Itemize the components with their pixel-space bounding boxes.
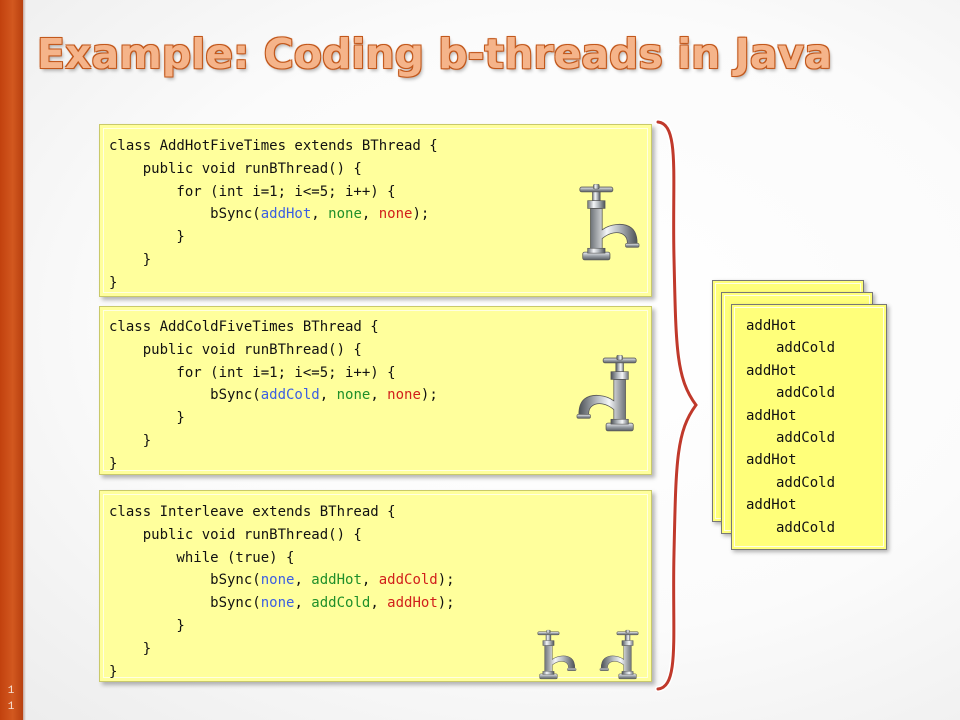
trace-card-front: addHot addCold addHot addCold addHot addCold a… bbox=[731, 304, 887, 550]
code-box-add-cold-five-times: class AddColdFiveTimes BThread { public … bbox=[99, 306, 652, 475]
code-box-add-hot-five-times: class AddHotFiveTimes extends BThread { … bbox=[99, 124, 652, 297]
event-token: none bbox=[336, 387, 371, 404]
trace-event: addHot bbox=[746, 497, 797, 514]
event-token: none bbox=[328, 206, 362, 223]
event-token: none bbox=[260, 595, 295, 612]
code-text: class Interleave extends BThread { bbox=[109, 504, 396, 520]
trace-event: addCold bbox=[776, 430, 836, 447]
code-text: , bbox=[370, 387, 388, 404]
event-token: none bbox=[378, 206, 413, 223]
code-text: } bbox=[109, 229, 185, 246]
code-text: for (int i=1; i<=5; i++) { bbox=[109, 183, 396, 200]
trace-event: addHot bbox=[746, 362, 797, 379]
code-block-add-hot-five-times: class AddHotFiveTimes extends BThread { … bbox=[109, 135, 438, 295]
trace-event: addCold bbox=[776, 385, 836, 402]
code-text: bSync( bbox=[109, 572, 261, 589]
code-text: , bbox=[294, 595, 312, 612]
code-text: bSync( bbox=[109, 206, 261, 223]
code-box-interleave: class Interleave extends BThread { publi… bbox=[99, 490, 652, 682]
event-token: addHot bbox=[387, 595, 438, 612]
event-token: none bbox=[260, 572, 295, 589]
event-trace-stack: addHot addCold addHot addCold addHot addCold a… bbox=[712, 280, 892, 552]
slide-number: 1 1 bbox=[7, 685, 15, 713]
sidebar-accent-bar bbox=[0, 0, 26, 720]
event-token: addCold bbox=[378, 572, 438, 589]
code-text: public void runBThread() { bbox=[109, 341, 362, 358]
code-text: class AddHotFiveTimes extends BThread { bbox=[109, 138, 438, 154]
code-text: } bbox=[109, 640, 152, 657]
code-text: ); bbox=[412, 206, 430, 223]
code-text: , bbox=[294, 572, 312, 589]
curly-brace-icon bbox=[655, 119, 700, 692]
code-text: } bbox=[109, 617, 185, 634]
trace-event: addHot bbox=[746, 407, 797, 424]
code-text: class AddColdFiveTimes BThread { bbox=[109, 319, 379, 335]
code-text: } bbox=[109, 251, 152, 268]
slide-title: Example: Coding b-threads in Java bbox=[37, 30, 832, 78]
cold-water-tap-icon bbox=[598, 625, 642, 685]
code-text: ); bbox=[437, 572, 455, 589]
trace-event: addHot bbox=[746, 452, 797, 469]
code-text: for (int i=1; i<=5; i++) { bbox=[109, 364, 396, 381]
code-text: , bbox=[361, 572, 379, 589]
code-text: } bbox=[109, 663, 118, 680]
code-text: ); bbox=[420, 387, 438, 404]
trace-event: addCold bbox=[776, 474, 836, 491]
code-block-interleave: class Interleave extends BThread { publi… bbox=[109, 501, 455, 683]
event-token: addCold bbox=[311, 595, 371, 612]
event-token: addHot bbox=[311, 572, 362, 589]
event-token: addHot bbox=[260, 206, 312, 223]
code-text: , bbox=[319, 387, 337, 404]
cold-water-tap-icon bbox=[574, 354, 642, 434]
event-token: none bbox=[387, 387, 421, 404]
code-text: public void runBThread() { bbox=[109, 526, 362, 543]
hot-water-tap-icon bbox=[574, 183, 642, 263]
code-text: } bbox=[109, 432, 152, 449]
code-text: } bbox=[109, 455, 118, 472]
code-text: } bbox=[109, 410, 185, 427]
trace-event: addCold bbox=[776, 519, 836, 536]
code-text: } bbox=[109, 274, 118, 291]
trace-event: addHot bbox=[746, 318, 797, 334]
code-text: , bbox=[311, 206, 329, 223]
code-block-add-cold-five-times: class AddColdFiveTimes BThread { public … bbox=[109, 316, 438, 476]
code-text: while (true) { bbox=[109, 549, 295, 566]
event-trace-list: addHot addCold addHot addCold addHot addCold a… bbox=[746, 315, 835, 539]
code-text: public void runBThread() { bbox=[109, 160, 362, 177]
code-text: ); bbox=[437, 595, 455, 612]
trace-event: addCold bbox=[776, 340, 836, 357]
event-token: addCold bbox=[260, 387, 320, 404]
code-text: bSync( bbox=[109, 387, 261, 404]
code-text: bSync( bbox=[109, 595, 261, 612]
hot-water-tap-icon bbox=[534, 625, 578, 685]
code-text: , bbox=[361, 206, 379, 223]
code-text: , bbox=[370, 595, 388, 612]
